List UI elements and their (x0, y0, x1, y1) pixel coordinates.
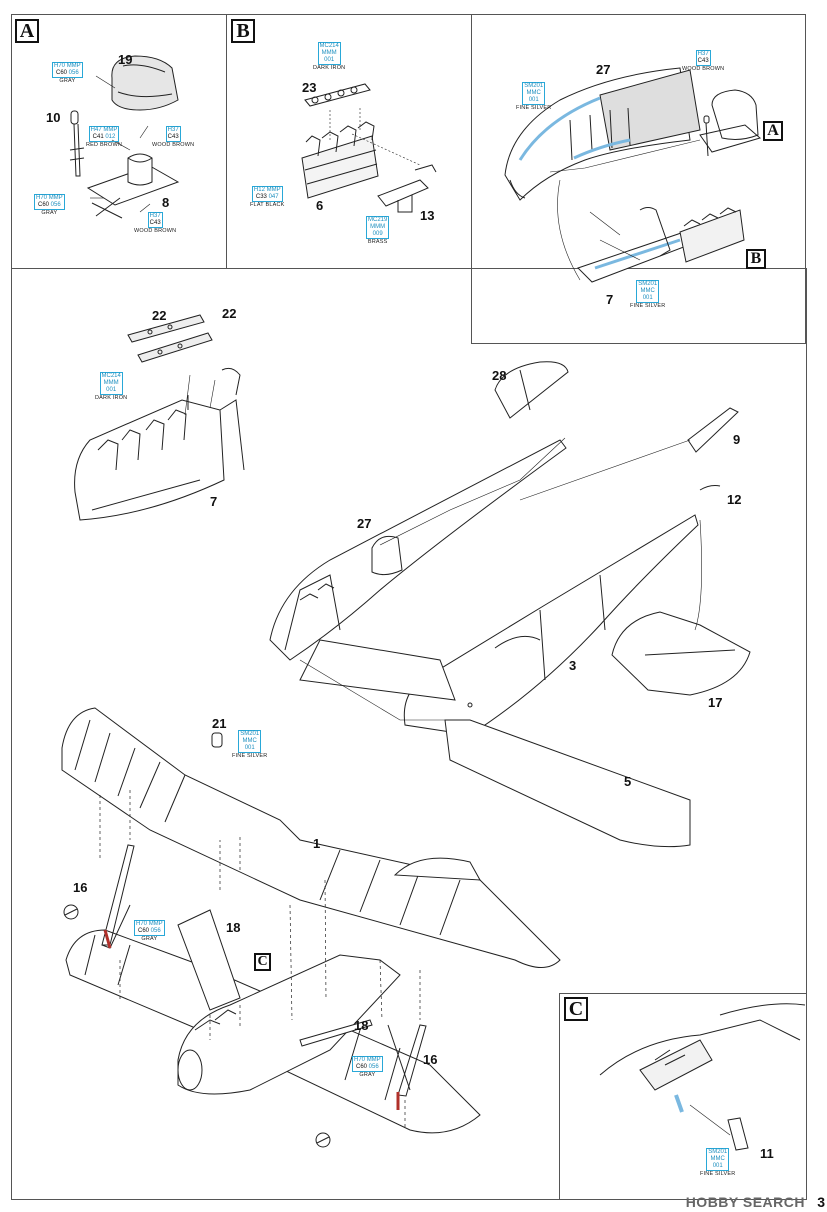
inset-letter-b: B (231, 19, 255, 43)
part-num-22-a: 22 (152, 308, 167, 323)
strut-part-16-left (101, 844, 135, 949)
tailplane-part-17 (611, 611, 751, 696)
part-num-9: 9 (733, 432, 741, 447)
part-num-28: 28 (492, 368, 507, 383)
inset-letter-c-ref: C (254, 953, 271, 971)
main-assembly-frame (11, 268, 807, 1200)
bracket-part-13 (377, 164, 437, 213)
inset-letter-b-ref: B (746, 249, 766, 269)
part-num-22-b: 22 (222, 306, 237, 321)
fuselage-side-part-27 (269, 439, 567, 661)
detail-c-cockpit (599, 1003, 806, 1151)
part-num-16-right: 16 (423, 1052, 438, 1067)
link-part-12 (699, 485, 721, 491)
part-num-16-left: 16 (73, 880, 88, 895)
inset-letter-a-ref: A (763, 121, 783, 141)
page-number: 3 (817, 1194, 825, 1210)
part-num-18-right: 18 (354, 1018, 369, 1033)
cockpit-floor-part-8 (86, 153, 180, 219)
engine-block-part-6 (301, 121, 379, 199)
gun-part-22 (127, 314, 213, 363)
part-num-19: 19 (118, 52, 133, 67)
screw-icon-upper (63, 904, 79, 920)
part-num-3: 3 (569, 658, 577, 673)
wing-mid-section (299, 639, 456, 701)
part-num-17: 17 (708, 695, 723, 710)
inset-letter-c: C (564, 997, 588, 1021)
bracket-part-9 (687, 407, 739, 453)
cockpit-tub-part-27 (504, 67, 701, 201)
part-num-7-inset: 7 (606, 292, 614, 307)
watermark: HOBBY SEARCH (685, 1194, 805, 1210)
control-stick-part-10 (69, 110, 85, 177)
fuselage-lower (177, 954, 401, 1095)
part-num-27: 27 (357, 516, 372, 531)
part-num-13: 13 (420, 208, 435, 223)
engine-mini-b (679, 207, 745, 263)
part-num-1: 1 (313, 836, 321, 851)
engine-part-23 (304, 83, 371, 107)
nose-assembly-left (74, 367, 245, 521)
upper-wing-part-1 (61, 707, 561, 968)
wing-lower-part-5 (444, 719, 691, 848)
part-num-23: 23 (302, 80, 317, 95)
part-num-18-left: 18 (226, 920, 241, 935)
part-num-7: 7 (210, 494, 218, 509)
part-num-5: 5 (624, 774, 632, 789)
part-num-12: 12 (727, 492, 742, 507)
cabane-strut-part-18 (177, 909, 241, 1011)
seat-mini-a (699, 89, 762, 157)
strut-part-18-b (299, 1019, 373, 1047)
part-num-10: 10 (46, 110, 61, 125)
screw-icon-lower (315, 1132, 331, 1148)
fin-part-28 (494, 361, 569, 419)
part-num-11: 11 (760, 1146, 774, 1161)
seat-part-19 (111, 55, 179, 111)
part-num-6: 6 (316, 198, 324, 213)
panel-27-frame (471, 14, 806, 344)
strut-part-16-right (387, 1024, 427, 1110)
small-part-21 (211, 732, 223, 748)
inset-letter-a: A (15, 19, 39, 43)
part-num-21: 21 (212, 716, 227, 731)
part-num-8: 8 (162, 195, 170, 210)
part-num-27-inset: 27 (596, 62, 611, 77)
panel-c-frame (559, 993, 807, 1200)
